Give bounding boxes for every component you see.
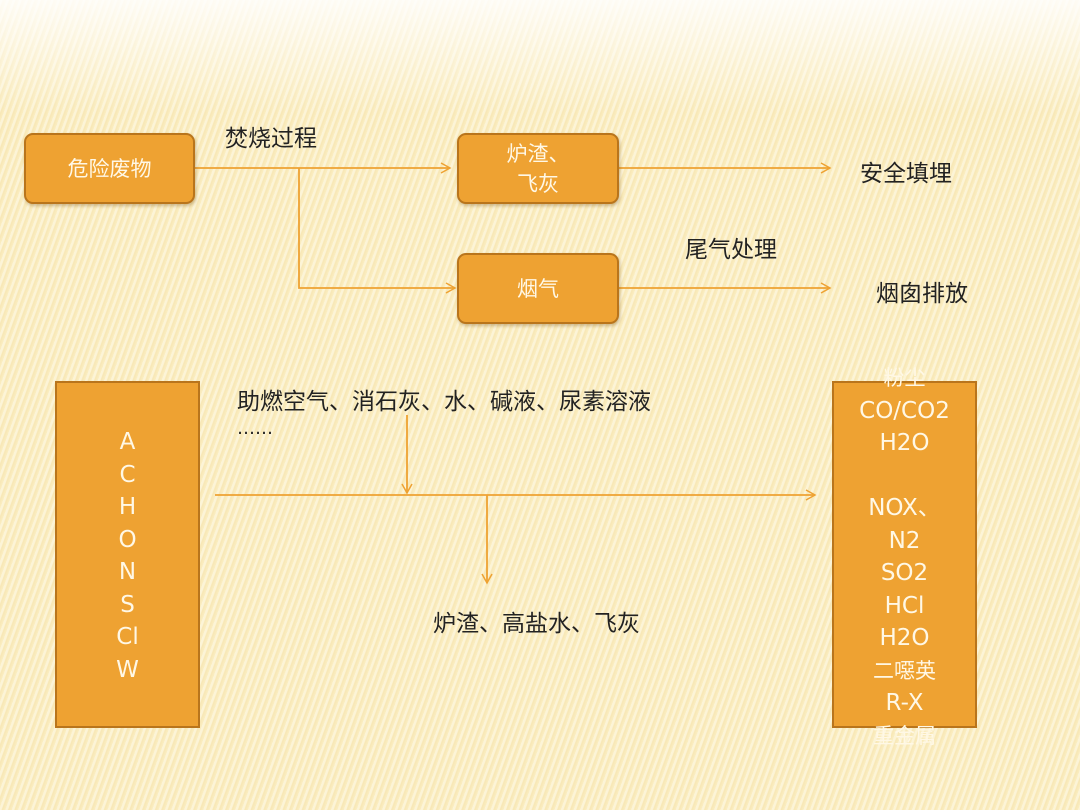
- product-h2o: H2O: [879, 430, 930, 456]
- flue-gas-label: 烟气: [517, 276, 559, 301]
- products-list: 粉尘 CO/CO2 H2O NOX、 N2 SO2 HCl H2O 二噁英 R-…: [832, 362, 977, 752]
- element-Cl: Cl: [116, 624, 139, 650]
- inputs-label: 助燃空气、消石灰、水、碱液、尿素溶液: [237, 389, 651, 415]
- hazardous-waste-box: 危险废物: [24, 133, 195, 204]
- product-dust: 粉尘: [883, 366, 926, 390]
- product-h2o-2: H2O: [879, 625, 930, 651]
- products-box: [832, 381, 977, 728]
- elements-box: A C H O N S Cl W: [55, 381, 200, 728]
- inputs-ellipsis: ……: [237, 418, 273, 439]
- element-N: N: [118, 559, 137, 585]
- product-rx: R-X: [885, 690, 924, 716]
- residue-outputs-label: 炉渣、高盐水、飞灰: [433, 611, 640, 637]
- residue-box: 炉渣、 飞灰: [457, 133, 619, 204]
- landfill-label: 安全填埋: [860, 161, 952, 187]
- element-O: O: [118, 526, 137, 553]
- element-A: A: [119, 429, 136, 455]
- product-heavy-metals: 重金属: [873, 723, 936, 748]
- product-dioxin: 二噁英: [873, 658, 936, 683]
- residue-label-1: 炉渣、: [506, 141, 570, 166]
- product-co: CO/CO2: [859, 397, 950, 424]
- arrow-to-flue-gas: [298, 168, 457, 294]
- tail-gas-label: 尾气处理: [685, 237, 777, 263]
- product-so2: SO2: [880, 560, 929, 586]
- chimney-label: 烟囱排放: [876, 281, 968, 307]
- element-C: C: [119, 461, 136, 488]
- product-nox: NOX、: [868, 495, 941, 521]
- incineration-label: 焚烧过程: [225, 126, 317, 152]
- residue-label-2: 飞灰: [517, 171, 559, 196]
- product-hcl: HCl: [884, 592, 925, 619]
- flue-gas-box: 烟气: [457, 253, 619, 324]
- element-W: W: [116, 656, 139, 683]
- element-H: H: [118, 494, 137, 520]
- element-S: S: [120, 591, 135, 618]
- product-n2: N2: [888, 527, 921, 554]
- hazardous-waste-label: 危险废物: [67, 156, 152, 181]
